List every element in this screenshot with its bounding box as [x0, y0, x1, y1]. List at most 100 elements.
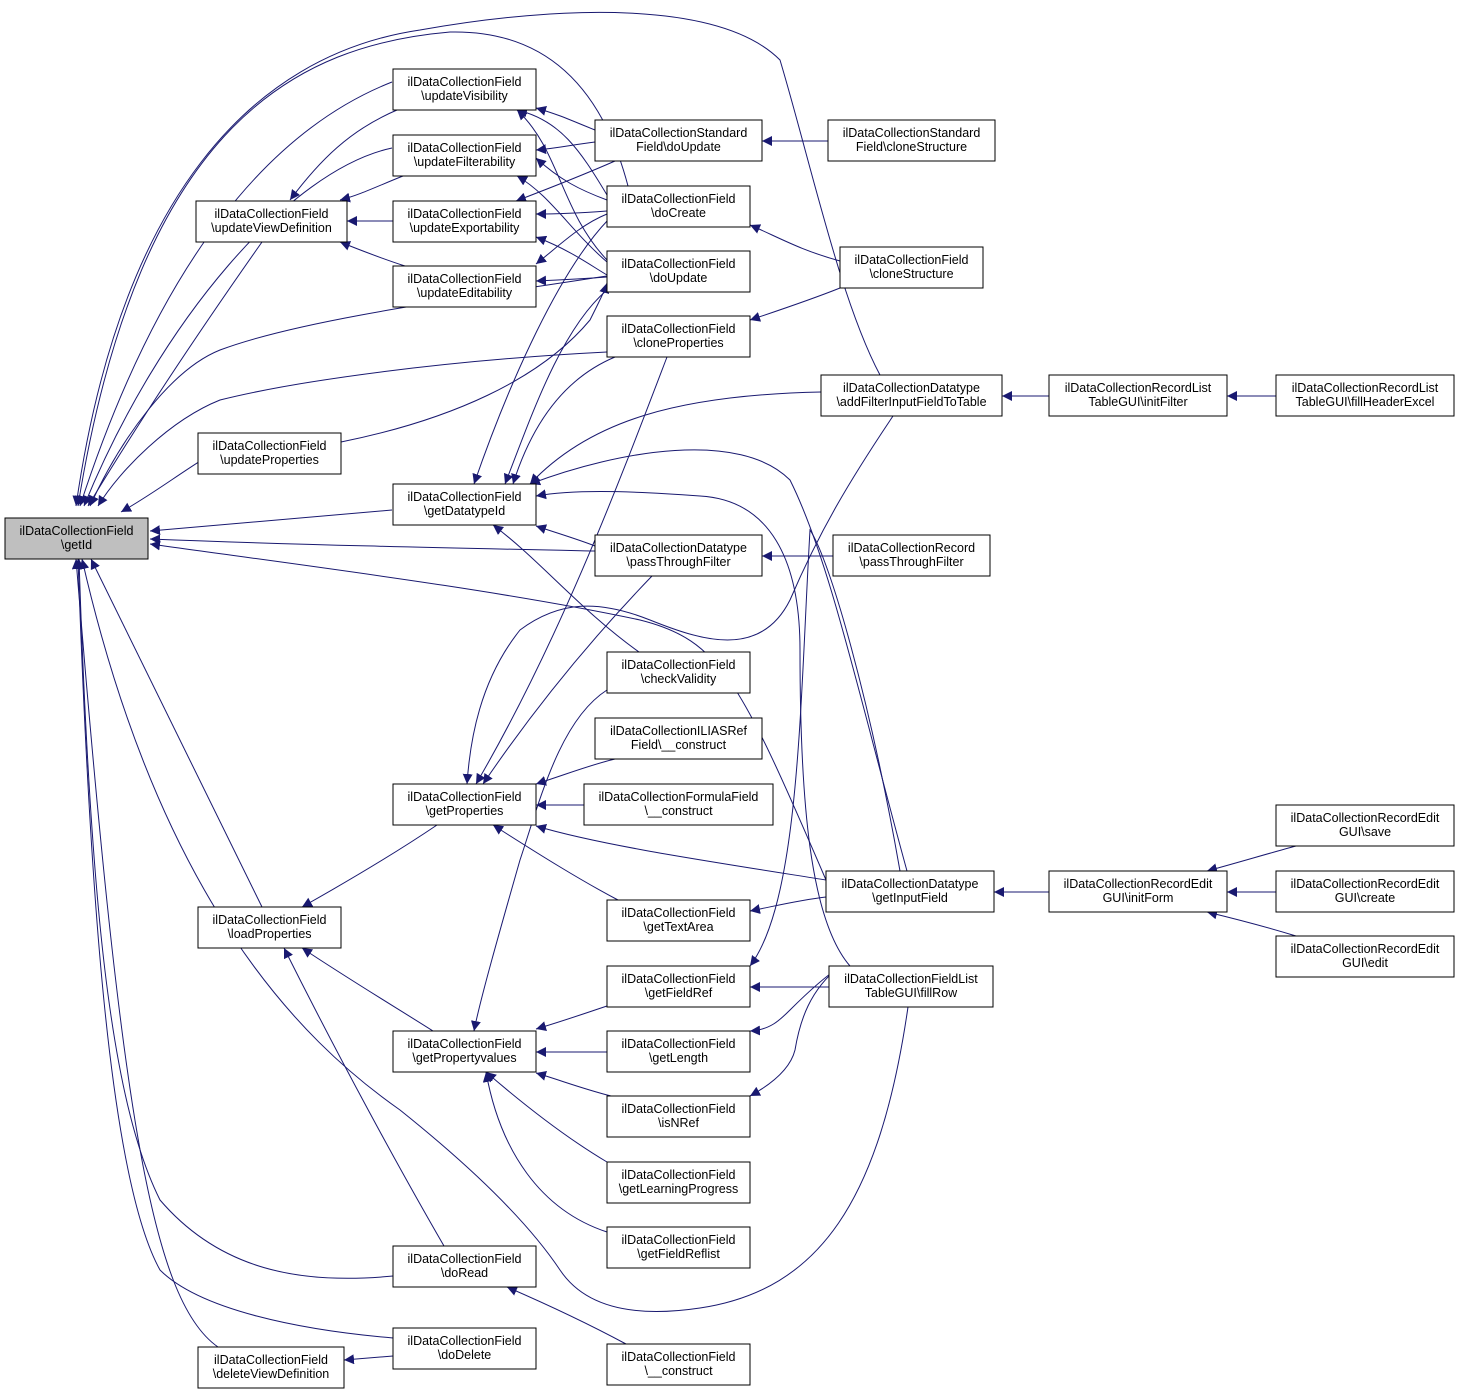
node-label-line: ilDataCollectionField — [622, 906, 736, 920]
e-cloneprop-getid — [97, 351, 608, 507]
e-clonestr-cloneprop — [749, 287, 841, 322]
node-label-line: ilDataCollectionField — [214, 1353, 328, 1367]
node-label-line: ilDataCollectionStandard — [843, 126, 981, 140]
node-label-line: ilDataCollectionRecordEdit — [1064, 877, 1213, 891]
node-updateVisibility[interactable]: ilDataCollectionField\updateVisibility — [392, 68, 537, 111]
node-getLearningProgress[interactable]: ilDataCollectionField\getLearningProgres… — [606, 1161, 751, 1204]
node-box — [392, 1245, 537, 1288]
node-label-line: \getDatatypeId — [424, 504, 505, 518]
node-updateFilterability[interactable]: ilDataCollectionField\updateFilterabilit… — [392, 134, 537, 177]
node-doDelete[interactable]: ilDataCollectionField\doDelete — [392, 1327, 537, 1370]
e-doupdate-uedit — [535, 275, 608, 286]
node-box — [606, 651, 751, 694]
node-label-line: ilDataCollectionField — [622, 1233, 736, 1247]
node-doUpdate[interactable]: ilDataCollectionField\doUpdate — [606, 250, 751, 293]
node-getDatatypeId[interactable]: ilDataCollectionField\getDatatypeId — [392, 483, 537, 526]
node-box — [606, 1161, 751, 1204]
node-box — [606, 1095, 751, 1138]
node-loadProperties[interactable]: ilDataCollectionField\loadProperties — [197, 906, 342, 949]
node-label-line: ilDataCollectionField — [408, 1037, 522, 1051]
e-ufil-uvd — [339, 175, 404, 203]
node-initFilter[interactable]: ilDataCollectionRecordListTableGUI\initF… — [1048, 374, 1228, 417]
node-label-line: \getId — [61, 538, 92, 552]
node-label-line: ilDataCollectionILIASRef — [610, 724, 747, 738]
e-doupdate-uvis — [516, 109, 608, 261]
node-dtPassThroughFilter[interactable]: ilDataCollectionDatatype\passThroughFilt… — [594, 534, 763, 577]
node-label-line: Field\__construct — [631, 738, 727, 752]
node-box — [392, 1327, 537, 1370]
node-box — [583, 783, 774, 826]
node-getTextArea[interactable]: ilDataCollectionField\getTextArea — [606, 899, 751, 942]
node-label-line: \deleteViewDefinition — [213, 1367, 330, 1381]
node-label-line: \updateProperties — [220, 453, 319, 467]
node-label-line: ilDataCollectionField — [213, 913, 327, 927]
node-cloneStructure[interactable]: ilDataCollectionField\cloneStructure — [839, 246, 984, 289]
node-doRead[interactable]: ilDataCollectionField\doRead — [392, 1245, 537, 1288]
node-isNRef[interactable]: ilDataCollectionField\isNRef — [606, 1095, 751, 1138]
node-updateExportability[interactable]: ilDataCollectionField\updateExportabilit… — [392, 200, 537, 243]
node-updateViewDefinition[interactable]: ilDataCollectionField\updateViewDefiniti… — [195, 200, 348, 243]
node-box — [606, 1226, 751, 1269]
node-getProperties[interactable]: ilDataCollectionField\getProperties — [392, 783, 537, 826]
e-getlp-getpv — [485, 1071, 608, 1163]
node-box — [828, 965, 994, 1008]
node-label-line: \updateViewDefinition — [211, 221, 332, 235]
node-iliasRefConstruct[interactable]: ilDataCollectionILIASRefField\__construc… — [594, 717, 763, 760]
node-fieldConstruct[interactable]: ilDataCollectionField\__construct — [606, 1343, 751, 1386]
node-getFieldReflist[interactable]: ilDataCollectionField\getFieldReflist — [606, 1226, 751, 1269]
e-docreate-ufil — [535, 157, 608, 201]
e-getinput-getprop — [535, 824, 827, 881]
node-fillHeaderExcel[interactable]: ilDataCollectionRecordListTableGUI\fillH… — [1275, 374, 1455, 417]
node-getFieldRef[interactable]: ilDataCollectionField\getFieldRef — [606, 965, 751, 1008]
node-label-line: ilDataCollectionField — [622, 1102, 736, 1116]
node-box — [392, 68, 537, 111]
node-recordPassThroughFilter[interactable]: ilDataCollectionRecord\passThroughFilter — [832, 534, 991, 577]
e-stdupd-uvis — [535, 106, 596, 131]
node-label-line: ilDataCollectionField — [408, 490, 522, 504]
node-getLength[interactable]: ilDataCollectionField\getLength — [606, 1030, 751, 1073]
e-checkv-getpv — [470, 689, 608, 1032]
node-fillRow[interactable]: ilDataCollectionFieldListTableGUI\fillRo… — [828, 965, 994, 1008]
e-docreate-gdt — [472, 219, 609, 485]
e-addfilter-getprop — [462, 415, 894, 785]
node-formulaConstruct[interactable]: ilDataCollectionFormulaField\__construct — [583, 783, 774, 826]
node-getPropertyvalues[interactable]: ilDataCollectionField\getPropertyvalues — [392, 1030, 537, 1073]
node-cloneProperties[interactable]: ilDataCollectionField\cloneProperties — [606, 315, 751, 358]
e-doupdate-ufil — [516, 175, 608, 263]
node-box — [392, 134, 537, 177]
node-label-line: TableGUI\initFilter — [1088, 395, 1187, 409]
node-checkValidity[interactable]: ilDataCollectionField\checkValidity — [606, 651, 751, 694]
node-label-line: ilDataCollectionField — [622, 322, 736, 336]
e-docreate-uexp — [535, 208, 608, 219]
node-label-line: \getLearningProgress — [619, 1182, 739, 1196]
e-getfrl-getpv — [482, 1071, 608, 1233]
node-deleteViewDefinition[interactable]: ilDataCollectionField\deleteViewDefiniti… — [197, 1346, 345, 1389]
node-getId[interactable]: ilDataCollectionField\getId — [4, 517, 149, 560]
node-label-line: \updateFilterability — [414, 155, 516, 169]
node-label-line: \doUpdate — [650, 271, 708, 285]
e-fillrow-gdt — [535, 489, 851, 967]
node-box — [606, 315, 751, 358]
node-doCreate[interactable]: ilDataCollectionField\doCreate — [606, 185, 751, 228]
node-addFilterInputFieldToTable[interactable]: ilDataCollectionDatatype\addFilterInputF… — [820, 374, 1003, 417]
e-loadprop-getid — [90, 558, 263, 908]
node-label-line: \doCreate — [651, 206, 706, 220]
node-box — [606, 250, 751, 293]
node-box — [392, 1030, 537, 1073]
e-dodel-getid — [73, 558, 394, 1339]
node-label-line: ilDataCollectionField — [408, 1334, 522, 1348]
e-docreate-uvis — [516, 107, 608, 196]
node-getInputField[interactable]: ilDataCollectionDatatype\getInputField — [825, 870, 995, 913]
node-updateEditability[interactable]: ilDataCollectionField\updateEditability — [392, 265, 537, 308]
node-box — [1275, 804, 1455, 847]
node-updateProperties[interactable]: ilDataCollectionField\updateProperties — [197, 432, 342, 475]
e-getpv-loadprop — [301, 947, 434, 1032]
node-label-line: GUI\create — [1335, 891, 1395, 905]
node-stdCloneStructure[interactable]: ilDataCollectionStandardField\cloneStruc… — [827, 119, 996, 162]
